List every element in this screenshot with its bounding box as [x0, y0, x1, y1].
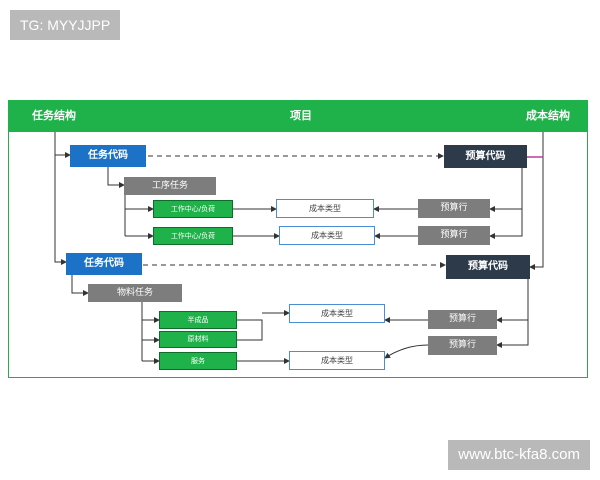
- g2-budget2-to-cost: [384, 344, 429, 359]
- g2-type-line: [71, 275, 89, 296]
- g2-merge-line: [237, 319, 263, 341]
- g2-item-service-box: 服务: [159, 352, 237, 370]
- g2-budget-line-box-1: 预算行: [428, 310, 497, 329]
- g1-budget-code-box: 预算代码: [444, 145, 527, 168]
- cost-spine-g1-budget1: [489, 168, 523, 212]
- g1-task-type-box: 工序任务: [124, 177, 216, 195]
- g1-budget-line-box-2: 预算行: [418, 226, 490, 245]
- g2-item-semi-finished-box: 半成品: [159, 311, 237, 329]
- g2-budget-line-box-2: 预算行: [428, 336, 497, 355]
- header-cost-structure: 成本结构: [526, 109, 570, 122]
- watermark-bottom: www.btc-kfa8.com: [448, 440, 590, 470]
- header-project: 项目: [290, 109, 312, 122]
- cost-spine-g2-budget1: [496, 279, 529, 323]
- g1-item1-box: 工作中心/负荷: [153, 200, 233, 218]
- g2-budget-code-box: 预算代码: [446, 255, 530, 279]
- g1-item2-box: 工作中心/负荷: [153, 227, 233, 245]
- g1-cost-type-box-1: 成本类型: [276, 199, 374, 218]
- g2-item-raw-material-box: 原材料: [159, 331, 237, 348]
- watermark-top: TG: MYYJJPP: [10, 10, 121, 40]
- cost-spine-g1-budget2: [489, 209, 523, 239]
- task-spine-line-2: [54, 155, 67, 265]
- g2-task-code-box: 任务代码: [66, 253, 142, 275]
- g2-task-type-box: 物料任务: [88, 284, 182, 302]
- header-task-structure: 任务结构: [32, 109, 76, 122]
- g1-type-line: [107, 167, 125, 188]
- g2-cost-type-box-1: 成本类型: [289, 304, 385, 323]
- cost-spine-g2-budget2: [496, 320, 529, 348]
- cost-spine-line: [529, 132, 544, 270]
- diagram-header: 任务结构 项目 成本结构: [8, 100, 588, 132]
- task-spine-line: [54, 132, 71, 158]
- g1-cost-type-box-2: 成本类型: [279, 226, 375, 245]
- g1-task-code-box: 任务代码: [70, 145, 146, 167]
- g2-cost-type-box-2: 成本类型: [289, 351, 385, 370]
- g1-budget-line-box-1: 预算行: [418, 199, 490, 218]
